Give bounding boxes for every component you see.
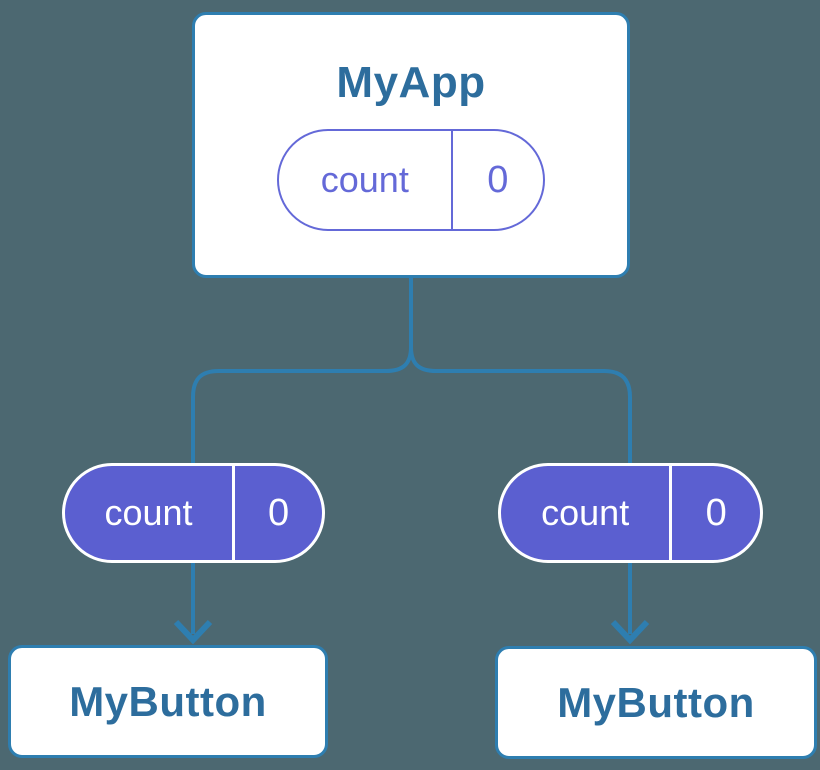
state-pill-root: count 0 <box>277 129 545 231</box>
state-label-right-child: count <box>541 492 630 533</box>
state-label-root: count <box>320 159 409 200</box>
state-value-left-child: 0 <box>232 466 322 560</box>
state-pill-left-child: count 0 <box>62 463 325 563</box>
node-mybutton-left-title: MyButton <box>69 677 267 725</box>
state-value-root: 0 <box>450 131 543 229</box>
arrowhead-left-icon <box>173 619 213 645</box>
node-mybutton-left: MyButton <box>8 645 328 758</box>
node-myapp-title: MyApp <box>336 58 486 107</box>
connector-right-branch <box>409 346 632 634</box>
node-mybutton-right: MyButton <box>495 646 817 759</box>
state-pill-right-child: count 0 <box>498 463 763 563</box>
arrowhead-right-icon <box>610 619 650 645</box>
state-value-right-child: 0 <box>669 466 760 560</box>
connector-left-branch <box>191 346 413 634</box>
state-label-left-child: count <box>104 492 193 533</box>
node-mybutton-right-title: MyButton <box>557 678 755 726</box>
node-myapp: MyApp count 0 <box>192 12 630 278</box>
